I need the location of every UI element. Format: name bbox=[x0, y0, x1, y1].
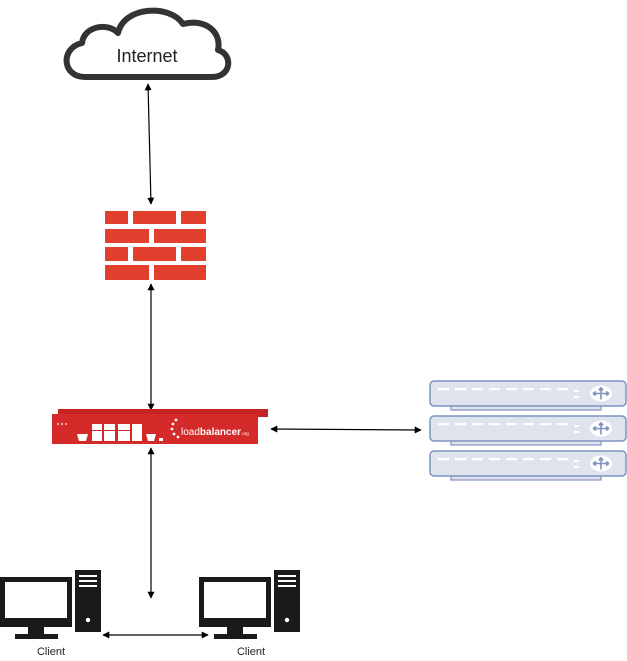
monitor-icon bbox=[199, 577, 271, 639]
logo-text-suffix: .org bbox=[241, 431, 249, 436]
server-network-icon bbox=[590, 420, 612, 437]
monitor-icon bbox=[0, 577, 72, 639]
server-network-icon bbox=[590, 455, 612, 472]
server-network-icon bbox=[590, 385, 612, 402]
tower-icon bbox=[274, 570, 300, 632]
server-unit bbox=[429, 380, 627, 411]
server-unit bbox=[429, 415, 627, 446]
client-right-desktop-icon bbox=[199, 570, 300, 639]
firewall-brick-wall-icon bbox=[105, 211, 206, 280]
tower-icon bbox=[75, 570, 101, 632]
internet-label: Internet bbox=[116, 46, 177, 66]
load-balancer-appliance-icon: loadbalancer.org bbox=[52, 409, 268, 444]
client-left-desktop-icon bbox=[0, 570, 101, 639]
client-right-label: Client bbox=[237, 646, 265, 658]
connectors bbox=[102, 83, 422, 639]
loadbalancer-logo-icon bbox=[170, 418, 180, 439]
connector-internet-firewall bbox=[144, 83, 155, 205]
server-rack-icon bbox=[429, 380, 627, 481]
server-unit bbox=[429, 450, 627, 481]
loadbalancer-logo-text: loadbalancer.org bbox=[181, 427, 249, 438]
logo-text-bold: balancer bbox=[200, 427, 241, 438]
client-left-label: Client bbox=[37, 646, 65, 658]
internet-cloud-icon: Internet bbox=[63, 7, 232, 80]
port-blocks bbox=[77, 424, 163, 441]
logo-text-light: load bbox=[181, 427, 200, 438]
connector-loadbalancer-servers bbox=[270, 425, 422, 434]
